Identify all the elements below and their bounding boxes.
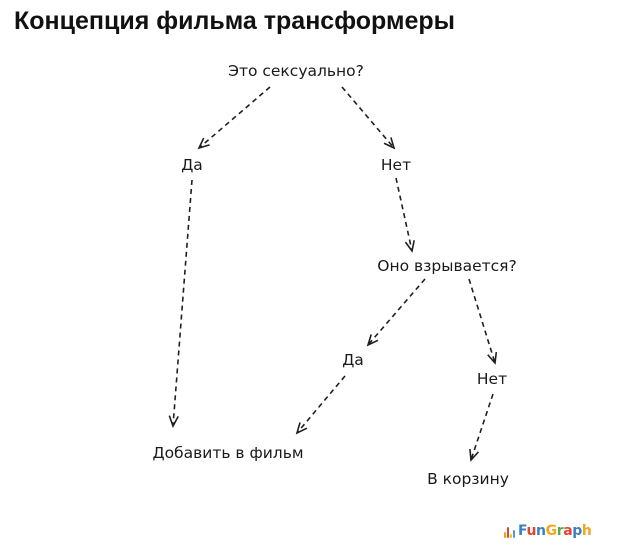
wordmark-letter: p (572, 523, 582, 539)
arrowhead-icon (469, 448, 480, 462)
arrowhead-icon (383, 137, 396, 150)
node-branch-no-2: Нет (476, 370, 508, 388)
node-question-is-it-sexy: Это сексуально? (228, 62, 364, 80)
arrowhead-icon (404, 240, 416, 253)
node-outcome-add-to-movie: Добавить в фильм (152, 444, 304, 462)
node-outcome-trash: В корзину (427, 470, 509, 488)
wordmark-letter: u (526, 523, 537, 539)
node-branch-yes-2: Да (342, 351, 364, 369)
wordmark-letter: F (518, 523, 527, 539)
flow-edge (168, 179, 193, 428)
bar-chart-icon (504, 525, 515, 538)
wordmark-letter: r (556, 523, 564, 539)
arrowhead-icon (295, 422, 308, 435)
flow-edge (469, 393, 494, 462)
page-title: Концепция фильма трансформеры (14, 7, 455, 35)
wordmark-letter: a (563, 523, 573, 539)
arrowhead-icon (366, 334, 379, 347)
node-branch-yes-1: Да (181, 156, 203, 174)
flow-edge (295, 375, 346, 435)
node-question-does-it-explode: Оно взрывается? (377, 257, 517, 275)
wordmark-letter: h (581, 523, 592, 539)
flow-edge (341, 86, 396, 150)
node-branch-no-1: Нет (380, 156, 412, 174)
arrowhead-icon (168, 415, 179, 428)
wordmark-letter: G (545, 523, 557, 539)
wordmark-letter: n (536, 523, 546, 539)
arrowhead-icon (487, 351, 498, 365)
flow-edge (197, 86, 271, 150)
flow-edge (366, 278, 426, 347)
fungraph-watermark: FunGraph (504, 518, 592, 538)
flow-edge (468, 278, 498, 365)
flow-edge (395, 177, 416, 253)
fungraph-wordmark: FunGraph (518, 524, 592, 538)
arrowhead-icon (197, 137, 210, 150)
